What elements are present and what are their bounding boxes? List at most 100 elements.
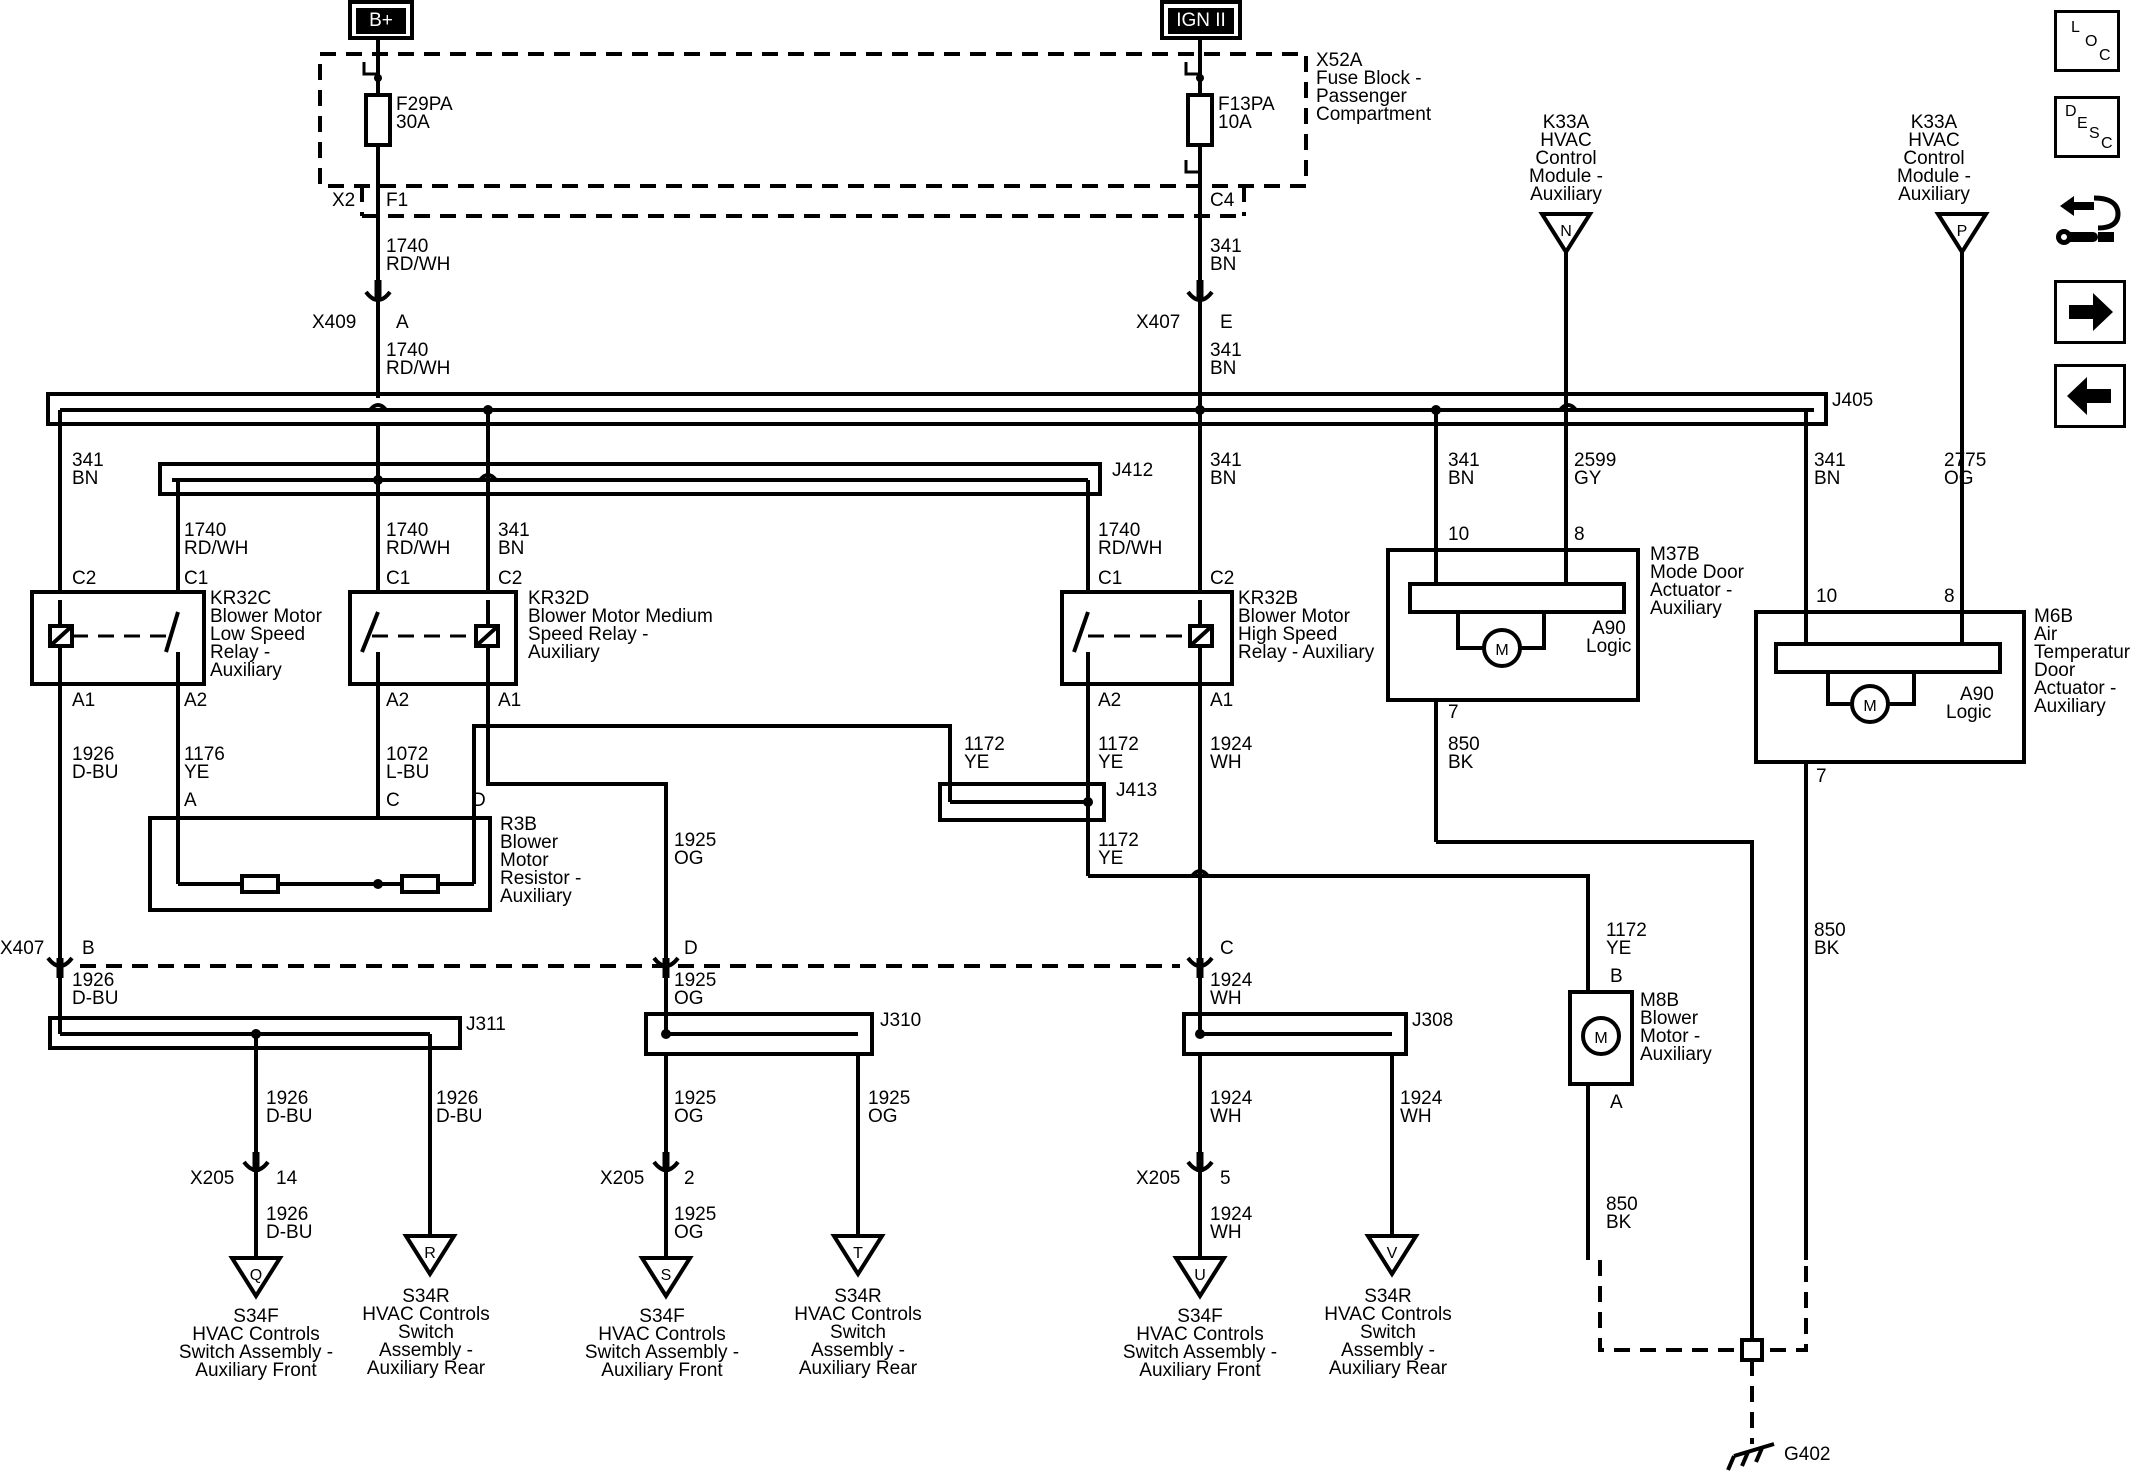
actuator-logic: Logic: [1586, 636, 1631, 657]
resistor-name: R3B: [500, 814, 537, 835]
wire-color: WH: [1400, 1106, 1432, 1127]
wire-color: BN: [1210, 358, 1236, 379]
relay-name: Speed Relay -: [528, 624, 648, 645]
fuse-clip: [1184, 62, 1200, 76]
desc-letter: S: [2089, 125, 2100, 142]
switch-name: Auxiliary Front: [1139, 1360, 1261, 1381]
loc-letter: L: [2071, 19, 2080, 36]
circuit-number: 1924: [1400, 1088, 1443, 1109]
wire-color: WH: [1210, 752, 1242, 773]
coil-stroke: [48, 624, 74, 648]
ground-label: G402: [1784, 1444, 1830, 1465]
switch-name: Auxiliary Front: [195, 1360, 317, 1381]
resistor-name: Motor: [500, 850, 549, 871]
wire-color: OG: [674, 1106, 704, 1127]
resistor-r3b: [148, 816, 492, 912]
splice-label: J308: [1412, 1010, 1453, 1031]
circuit-number: 1926: [72, 744, 114, 765]
wire-color: WH: [1210, 988, 1242, 1009]
relay-name: KR32B: [1238, 588, 1298, 609]
relay-name: Auxiliary: [210, 660, 282, 681]
relay-switch: [164, 611, 180, 653]
wire-color: L-BU: [386, 762, 429, 783]
next-button[interactable]: [2054, 280, 2126, 344]
connector-pin-label: D: [684, 938, 698, 959]
motor-m8b: [1581, 1016, 1621, 1056]
resistor-name: Resistor -: [500, 868, 581, 889]
fuse-clip: [362, 62, 378, 76]
actuator-m37b: [1386, 548, 1640, 702]
relay-pin: A2: [1098, 690, 1121, 711]
wire-color: D-BU: [72, 762, 118, 783]
actuator-name: Door: [2034, 660, 2076, 681]
terminal-pin: R: [424, 1245, 436, 1262]
relay-name: Blower Motor: [1238, 606, 1351, 627]
module-name: K33A: [1543, 112, 1590, 133]
desc-button[interactable]: D E S C: [2054, 96, 2120, 158]
circuit-number: 341: [1814, 450, 1846, 471]
relay-pin: A1: [1210, 690, 1233, 711]
circuit-number: 1924: [1210, 1204, 1253, 1225]
resistor-name: Auxiliary: [500, 886, 572, 907]
circuit-number: 1924: [1210, 734, 1253, 755]
relay-pin: C2: [72, 568, 96, 589]
relay-pin: C2: [1210, 568, 1234, 589]
connector-pin-label: A: [396, 312, 409, 333]
terminal-t: [830, 1234, 886, 1278]
wire: [486, 726, 668, 960]
supply-ign: IGN II: [1160, 0, 1242, 40]
resistor-pin: D: [472, 790, 486, 811]
terminal-pin: V: [1387, 1245, 1398, 1262]
terminal-pin: S: [661, 1267, 672, 1284]
relay-pin: C1: [184, 568, 208, 589]
connector-wrench-button[interactable]: [2054, 190, 2124, 254]
prev-button[interactable]: [2054, 364, 2126, 428]
desc-letter: D: [2065, 103, 2077, 120]
connector-pin-label: E: [1220, 312, 1233, 333]
loc-letter: O: [2085, 33, 2098, 50]
actuator-bar: [1408, 582, 1626, 614]
resistor-pin: A: [184, 790, 197, 811]
splice-label: J311: [466, 1014, 506, 1035]
circuit-number: 1172: [1098, 734, 1139, 755]
fuse-block-outline: [318, 52, 1308, 188]
wire: [488, 724, 952, 802]
wire-color: OG: [674, 1222, 704, 1243]
actuator-m6b: [1754, 610, 2026, 764]
motor-label: M: [1594, 1030, 1607, 1047]
switch-name: HVAC Controls: [1136, 1324, 1263, 1345]
switch-name: HVAC Controls: [1324, 1304, 1451, 1325]
actuator-pin: 8: [1944, 586, 1955, 607]
connector-pin-label: 14: [276, 1168, 298, 1189]
actuator-pin: 10: [1448, 524, 1469, 545]
circuit-number: 850: [1606, 1194, 1638, 1215]
relay-name: Relay - Auxiliary: [1238, 642, 1375, 663]
switch-name: Auxiliary Rear: [799, 1358, 918, 1379]
wire-color: YE: [1606, 938, 1631, 959]
fuse-f13: [1186, 93, 1214, 147]
desc-letter: E: [2077, 115, 2088, 132]
blower-name: Auxiliary: [1640, 1044, 1712, 1065]
desc-letter: C: [2101, 135, 2113, 152]
actuator-pin: 7: [1816, 766, 1827, 787]
blower-name: Blower: [1640, 1008, 1699, 1029]
relay-pin: C1: [386, 568, 410, 589]
connector-name: X409: [312, 312, 356, 333]
module-name: Module -: [1529, 166, 1603, 187]
terminal-pin: N: [1560, 223, 1572, 240]
fuse-rating: 30A: [396, 112, 430, 133]
switch-name: S34F: [639, 1306, 684, 1327]
wire-color: BN: [1448, 468, 1474, 489]
relay-name: KR32D: [528, 588, 589, 609]
actuator-name: Actuator -: [2034, 678, 2116, 699]
switch-name: HVAC Controls: [362, 1304, 489, 1325]
switch-name: S34R: [1364, 1286, 1412, 1307]
actuator-name: Temperature: [2034, 642, 2130, 663]
splice-j412: [158, 462, 1102, 496]
loc-button[interactable]: L O C: [2054, 10, 2120, 72]
ground-symbol: [1733, 1442, 1775, 1458]
module-name: Auxiliary: [1898, 184, 1970, 205]
wire-color: OG: [674, 848, 704, 869]
circuit-number: 1172: [964, 734, 1005, 755]
